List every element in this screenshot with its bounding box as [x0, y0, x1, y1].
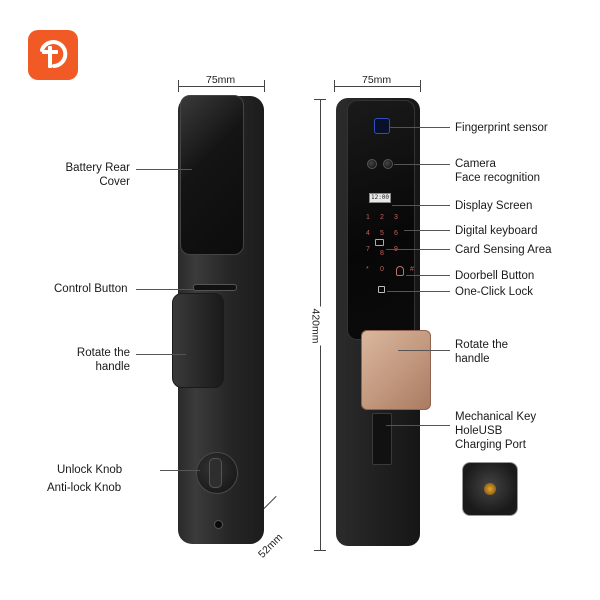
keypad-key[interactable]: 4 [366, 230, 370, 237]
dimension-tick [178, 80, 179, 92]
keypad-key[interactable]: # [410, 266, 414, 273]
leader-line [387, 291, 450, 292]
leader-line [136, 354, 186, 355]
mechanical-key-line2: HoleUSB [455, 425, 503, 437]
keypad-key[interactable]: 3 [394, 214, 398, 221]
width-label-left: 75mm [206, 74, 236, 86]
control-button[interactable] [193, 284, 237, 291]
display-label: Display Screen [455, 200, 533, 212]
leader-line [136, 289, 194, 290]
leader-line [398, 350, 450, 351]
leader-line [386, 425, 450, 426]
width-label-right: 75mm [362, 74, 392, 86]
leader-line [392, 205, 450, 206]
rotate-handle-label-left: Rotate the handle [40, 346, 130, 374]
battery-cover-label: Battery Rear Cover [40, 161, 130, 189]
keypad-key[interactable]: * [366, 266, 369, 273]
doorbell-icon[interactable] [396, 266, 404, 276]
rotate-handle-left-line2: handle [95, 361, 130, 373]
keypad-key[interactable]: 7 [366, 246, 370, 253]
mechanical-key-hole [372, 413, 392, 465]
leader-line [390, 127, 450, 128]
anti-lock-knob-label: Anti-lock Knob [47, 482, 122, 494]
dimension-tick [420, 80, 421, 92]
battery-rear-cover[interactable] [180, 95, 244, 255]
mechanical-key-line3: Charging Port [455, 439, 526, 451]
keyboard-label: Digital keyboard [455, 225, 538, 237]
leader-line [386, 249, 450, 250]
tuya-logo-icon [28, 30, 78, 80]
front-glass-panel [347, 100, 415, 340]
dimension-tick [314, 99, 326, 100]
key-cylinder-icon [484, 483, 496, 495]
keypad-key[interactable]: 0 [380, 266, 384, 273]
camera-label-line2: Face recognition [455, 172, 541, 184]
unlock-knob-label: Unlock Knob [57, 464, 123, 476]
doorbell-label: Doorbell Button [455, 270, 535, 282]
card-label: Card Sensing Area [455, 244, 552, 256]
one-click-lock-icon[interactable] [378, 286, 385, 293]
back-handle[interactable] [172, 293, 224, 388]
camera-icon [367, 159, 377, 169]
keypad-key[interactable]: 5 [380, 230, 384, 237]
key-hole-closeup-photo [462, 462, 518, 516]
keypad-key[interactable]: 1 [366, 214, 370, 221]
leader-line [406, 275, 450, 276]
height-label: 420mm [309, 306, 322, 346]
front-handle[interactable] [361, 330, 431, 410]
leader-line [136, 169, 192, 170]
one-click-label: One-Click Lock [455, 286, 533, 298]
mechanical-key-line1: Mechanical Key [455, 411, 537, 423]
leader-line [404, 230, 450, 231]
dimension-tick [334, 80, 335, 92]
camera-label: Camera Face recognition [455, 157, 540, 185]
rotate-handle-right-line1: Rotate the [455, 339, 509, 351]
leader-line [394, 164, 450, 165]
width-dimension-line-left [178, 86, 264, 87]
dimension-tick [264, 80, 265, 92]
mechanical-key-label: Mechanical Key HoleUSB Charging Port [455, 410, 536, 452]
camera-label-line1: Camera [455, 158, 496, 170]
width-dimension-line-right [334, 86, 420, 87]
fingerprint-sensor-icon[interactable] [374, 118, 390, 134]
rotate-handle-left-line1: Rotate the [76, 347, 130, 359]
display-screen: 12:00 [369, 193, 391, 203]
camera-icon [383, 159, 393, 169]
leader-line [160, 470, 200, 471]
battery-cover-label-line2: Cover [99, 176, 130, 188]
keypad-key[interactable]: 6 [394, 230, 398, 237]
card-sensing-icon[interactable] [375, 239, 384, 246]
battery-cover-label-line1: Battery Rear [65, 162, 130, 174]
dimension-tick [314, 550, 326, 551]
control-button-label: Control Button [54, 283, 128, 295]
keypad-key[interactable]: 2 [380, 214, 384, 221]
rotate-handle-right-line2: handle [455, 353, 490, 365]
keypad-key[interactable]: 8 [380, 250, 384, 257]
rotate-handle-label-right: Rotate the handle [455, 338, 508, 366]
screw-hole-icon [214, 520, 223, 529]
anti-lock-knob[interactable] [209, 458, 222, 488]
fingerprint-label: Fingerprint sensor [455, 122, 548, 134]
